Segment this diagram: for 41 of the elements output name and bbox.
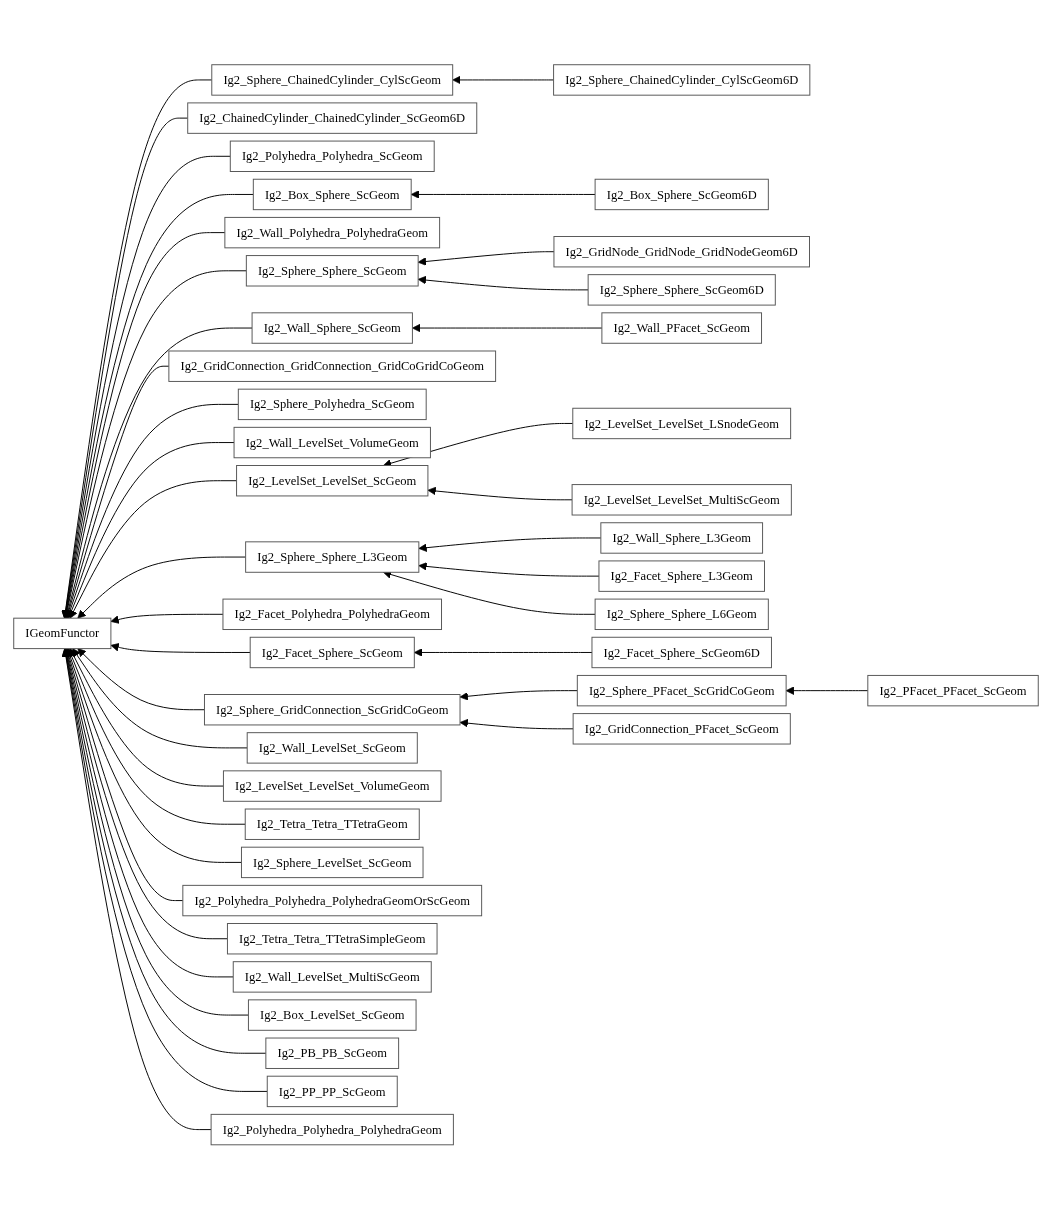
node-box: Ig2_Wall_Sphere_ScGeom <box>251 312 413 344</box>
node-box: Ig2_Polyhedra_Polyhedra_PolyhedraGeomOrScGeom <box>182 885 483 917</box>
node-box: IGeomFunctor <box>13 617 112 650</box>
node-box: Ig2_Polyhedra_Polyhedra_PolyhedraGeom <box>210 1114 454 1146</box>
node-box: Ig2_Polyhedra_Polyhedra_ScGeom <box>229 140 435 173</box>
node-box: Ig2_PP_PP_ScGeom <box>266 1075 398 1108</box>
node-box: Ig2_Wall_LevelSet_VolumeGeom <box>233 427 431 459</box>
node-box: Ig2_Wall_LevelSet_MultiScGeom <box>232 961 432 993</box>
node-box: Ig2_Wall_Sphere_L3Geom <box>600 522 764 554</box>
node-box: Ig2_GridNode_GridNode_GridNodeGeom6D <box>553 236 810 268</box>
node-box: Ig2_ChainedCylinder_ChainedCylinder_ScGeom6D <box>187 102 478 135</box>
node-box: Ig2_Tetra_Tetra_TTetraGeom <box>244 808 420 841</box>
node-box: Ig2_LevelSet_LevelSet_ScGeom <box>236 465 429 497</box>
node-box: Ig2_Wall_LevelSet_ScGeom <box>246 732 418 764</box>
node-box: Ig2_Sphere_LevelSet_ScGeom <box>240 846 424 879</box>
node-box: Ig2_Sphere_Sphere_L3Geom <box>245 541 420 573</box>
node-box: Ig2_PB_PB_ScGeom <box>265 1037 400 1070</box>
node-box: Ig2_Box_LevelSet_ScGeom <box>247 999 417 1031</box>
node-box: Ig2_Sphere_Sphere_L6Geom <box>594 598 769 631</box>
node-box: Ig2_Sphere_GridConnection_ScGridCoGeom <box>204 694 461 726</box>
node-box: Ig2_Sphere_ChainedCylinder_CylScGeom6D <box>553 64 811 96</box>
node-box: Ig2_LevelSet_LevelSet_LSnodeGeom <box>572 408 792 440</box>
node-box: Ig2_PFacet_PFacet_ScGeom <box>867 675 1039 707</box>
node-box: Ig2_Sphere_ChainedCylinder_CylScGeom <box>211 64 454 96</box>
node-box: Ig2_Tetra_Tetra_TTetraSimpleGeom <box>226 923 438 955</box>
node-box: Ig2_Facet_Sphere_ScGeom6D <box>591 637 772 669</box>
node-box: Ig2_Wall_PFacet_ScGeom <box>601 312 763 344</box>
node-box: Ig2_Sphere_PFacet_ScGridCoGeom <box>576 675 787 707</box>
node-box: Ig2_Facet_Sphere_L3Geom <box>598 560 765 593</box>
node-box: Ig2_Sphere_Sphere_ScGeom <box>245 255 419 287</box>
node-box: Ig2_GridConnection_PFacet_ScGeom <box>572 713 791 745</box>
node-box: Ig2_Facet_Sphere_ScGeom <box>249 637 415 669</box>
node-box: Ig2_Box_Sphere_ScGeom6D <box>594 179 769 211</box>
node-box: Ig2_GridConnection_GridConnection_GridCoGridCoGeom <box>168 350 497 383</box>
node-box: Ig2_LevelSet_LevelSet_MultiScGeom <box>571 484 792 516</box>
node-box: Ig2_LevelSet_LevelSet_VolumeGeom <box>222 770 442 802</box>
node-box: Ig2_Box_Sphere_ScGeom <box>252 179 412 211</box>
node-box: Ig2_Sphere_Sphere_ScGeom6D <box>587 274 776 306</box>
node-box: Ig2_Facet_Polyhedra_PolyhedraGeom <box>222 598 442 631</box>
node-box: Ig2_Wall_Polyhedra_PolyhedraGeom <box>224 217 441 249</box>
node-box: Ig2_Sphere_Polyhedra_ScGeom <box>237 388 427 421</box>
